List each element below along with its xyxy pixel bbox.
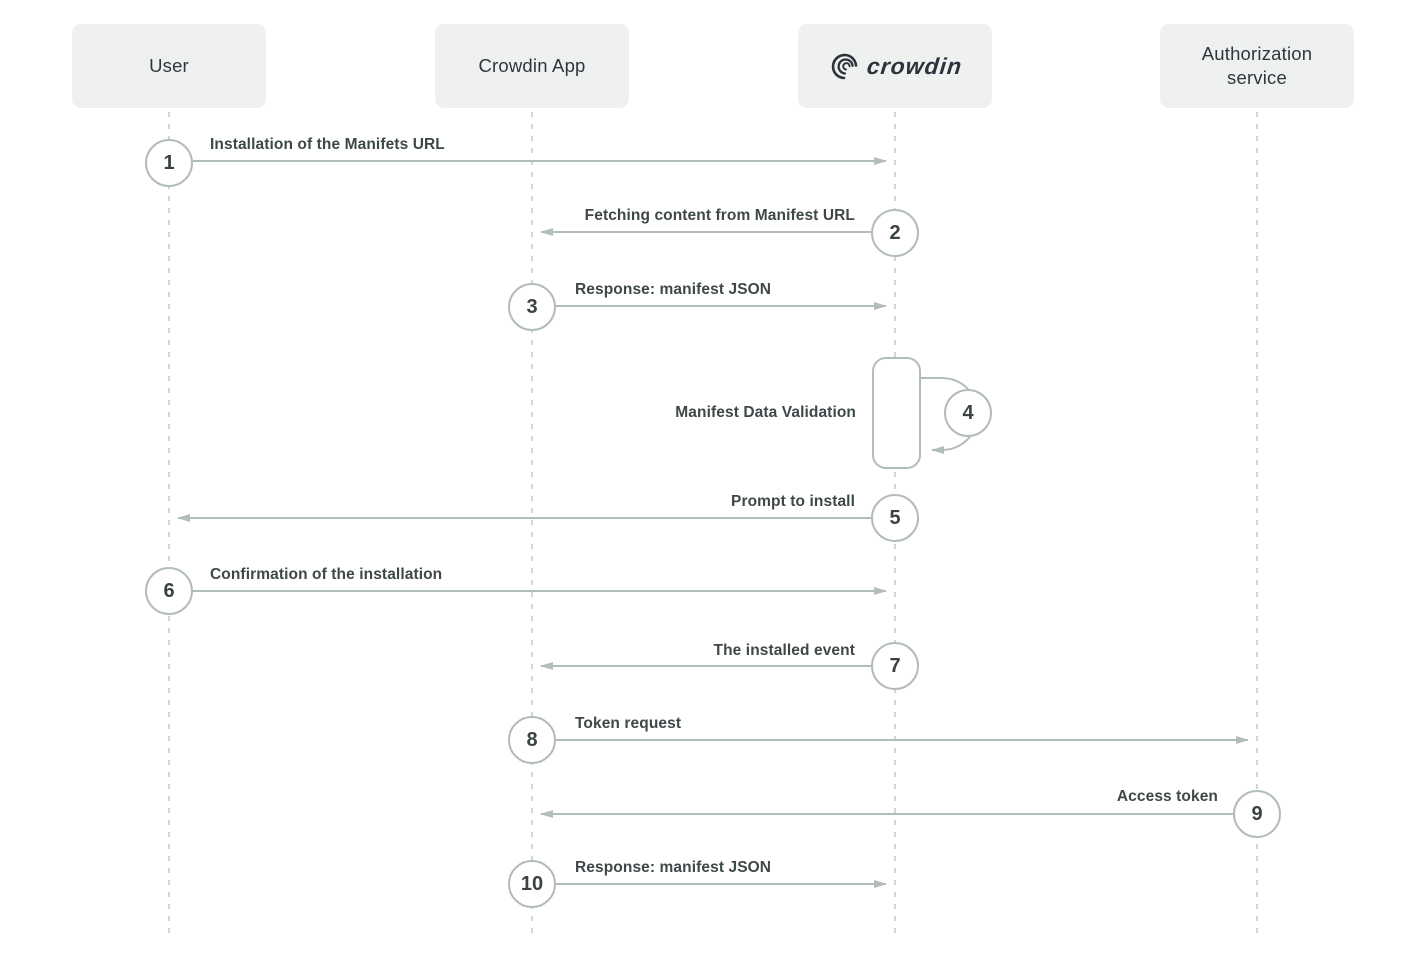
message-label-4: Manifest Data Validation [675,404,856,421]
step-circle-1: 1 [145,139,193,187]
lifelines [168,112,1258,933]
step-circle-4: 4 [944,389,992,437]
step-circle-5: 5 [871,494,919,542]
activation-box-validation [872,357,921,469]
message-label-6: Confirmation of the installation [210,566,443,583]
message-label-3: Response: manifest JSON [575,281,772,298]
message-label-1: Installation of the Manifets URL [210,136,445,153]
actor-label-auth-service: Authorization service [1201,43,1313,88]
step-circle-8: 8 [508,716,556,764]
message-label-5: Prompt to install [731,493,855,510]
message-label-7: The installed event [713,642,855,659]
message-label-8: Token request [575,715,682,732]
step-circle-10: 10 [508,860,556,908]
step-circle-7: 7 [871,642,919,690]
step-circle-6: 6 [145,567,193,615]
message-arrows [177,157,1249,888]
step-circle-9: 9 [1233,790,1281,838]
actor-label-user: User [149,55,189,76]
actor-box-auth-service: Authorization service [1160,24,1354,108]
step-circle-3: 3 [508,283,556,331]
crowdin-swirl-icon [832,53,858,80]
actor-box-crowdin-app: Crowdin App [435,24,629,108]
crowdin-logo-word: crowdin [866,52,964,79]
message-label-2: Fetching content from Manifest URL [584,207,855,224]
actor-label-crowdin-app: Crowdin App [478,55,586,76]
message-label-9: Access token [1116,788,1218,805]
actor-box-crowdin: crowdin [798,24,992,108]
step-circle-2: 2 [871,209,919,257]
message-label-10: Response: manifest JSON [575,859,772,876]
actor-box-user: User [72,24,266,108]
crowdin-logo: crowdin [827,51,964,81]
